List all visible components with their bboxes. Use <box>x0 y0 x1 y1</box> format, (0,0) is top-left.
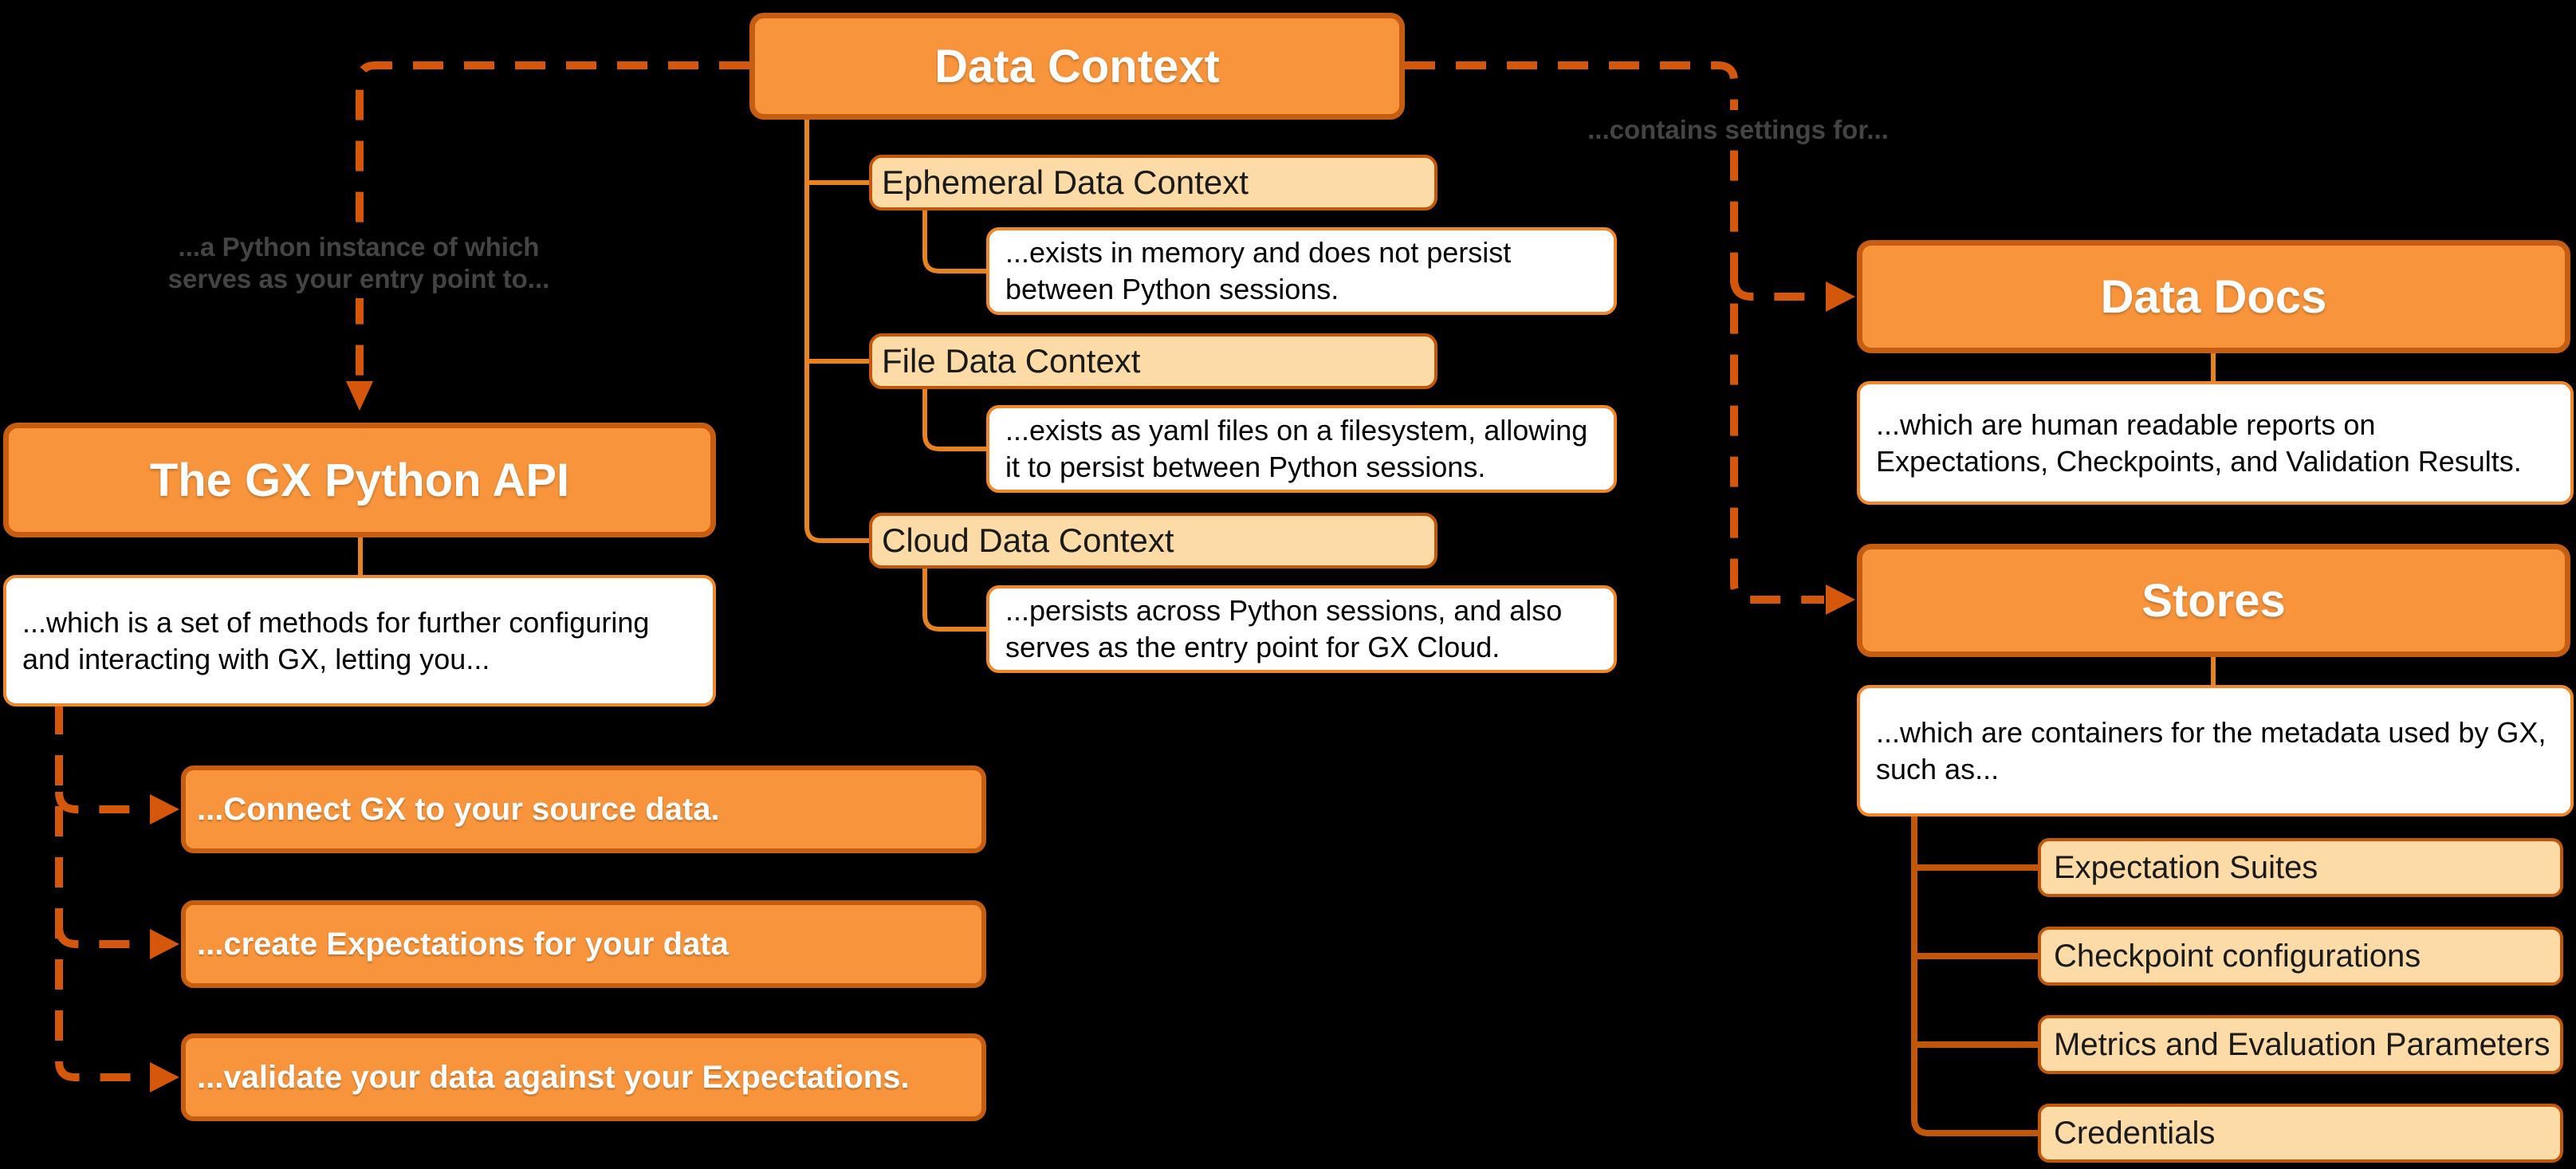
node-data-context: Data Context <box>749 13 1405 120</box>
arrowhead-action-connect <box>150 794 179 825</box>
edge-branch-action-connect <box>55 791 148 813</box>
arrowhead-stores <box>1826 584 1855 615</box>
edge-datacontext-trunk <box>804 120 869 543</box>
arrowhead-action-create <box>150 929 179 959</box>
node-store-item-credentials: Credentials <box>2038 1104 2563 1163</box>
node-action-create: ...create Expectations for your data <box>181 900 986 988</box>
arrowhead-action-validate <box>150 1062 179 1092</box>
node-action-validate: ...validate your data against your Expec… <box>181 1033 986 1121</box>
edge-label-python-instance-line2: serves as your entry point to... <box>167 264 550 293</box>
node-cloud-data-context: Cloud Data Context <box>869 513 1437 569</box>
edge-label-python-instance: ...a Python instance of which serves as … <box>136 228 582 298</box>
edge-label-python-instance-line1: ...a Python instance of which <box>178 232 540 262</box>
node-file-data-context: File Data Context <box>869 333 1437 389</box>
node-data-docs: Data Docs <box>1857 240 2570 353</box>
edge-label-contains-settings: ...contains settings for... <box>1567 110 1909 150</box>
edge-branch-datadocs <box>1730 278 1824 301</box>
node-stores-description: ...which are containers for the metadata… <box>1857 685 2574 817</box>
node-store-item-checkpoint-configurations: Checkpoint configurations <box>2038 927 2563 986</box>
arrowhead-gxapi <box>346 381 373 411</box>
edge-gxapi-actions-trunk <box>55 704 148 1081</box>
node-store-item-expectation-suites: Expectation Suites <box>2038 838 2563 897</box>
node-ephemeral-description: ...exists in memory and does not persist… <box>986 227 1617 315</box>
edge-datacontext-to-gxapi <box>356 61 749 383</box>
node-data-docs-description: ...which are human readable reports on E… <box>1857 381 2574 505</box>
node-file-description: ...exists as yaml files on a filesystem,… <box>986 405 1617 493</box>
edge-elbow-file-desc <box>922 389 986 451</box>
edge-elbow-cloud-desc <box>922 569 986 632</box>
node-ephemeral-data-context: Ephemeral Data Context <box>869 155 1437 211</box>
node-gx-python-api-description: ...which is a set of methods for further… <box>3 575 716 707</box>
arrowhead-datadocs <box>1826 281 1855 312</box>
node-gx-python-api: The GX Python API <box>3 423 716 537</box>
node-stores: Stores <box>1857 544 2570 657</box>
edge-datacontext-to-settings <box>1405 61 1824 604</box>
node-cloud-description: ...persists across Python sessions, and … <box>986 585 1617 673</box>
node-action-connect: ...Connect GX to your source data. <box>181 766 986 853</box>
edge-elbow-ephemeral-desc <box>922 211 986 274</box>
edge-branch-action-create <box>55 926 148 948</box>
node-store-item-metrics-evaluation-parameters: Metrics and Evaluation Parameters <box>2038 1015 2563 1074</box>
edge-stores-trunk <box>1911 817 2038 1136</box>
